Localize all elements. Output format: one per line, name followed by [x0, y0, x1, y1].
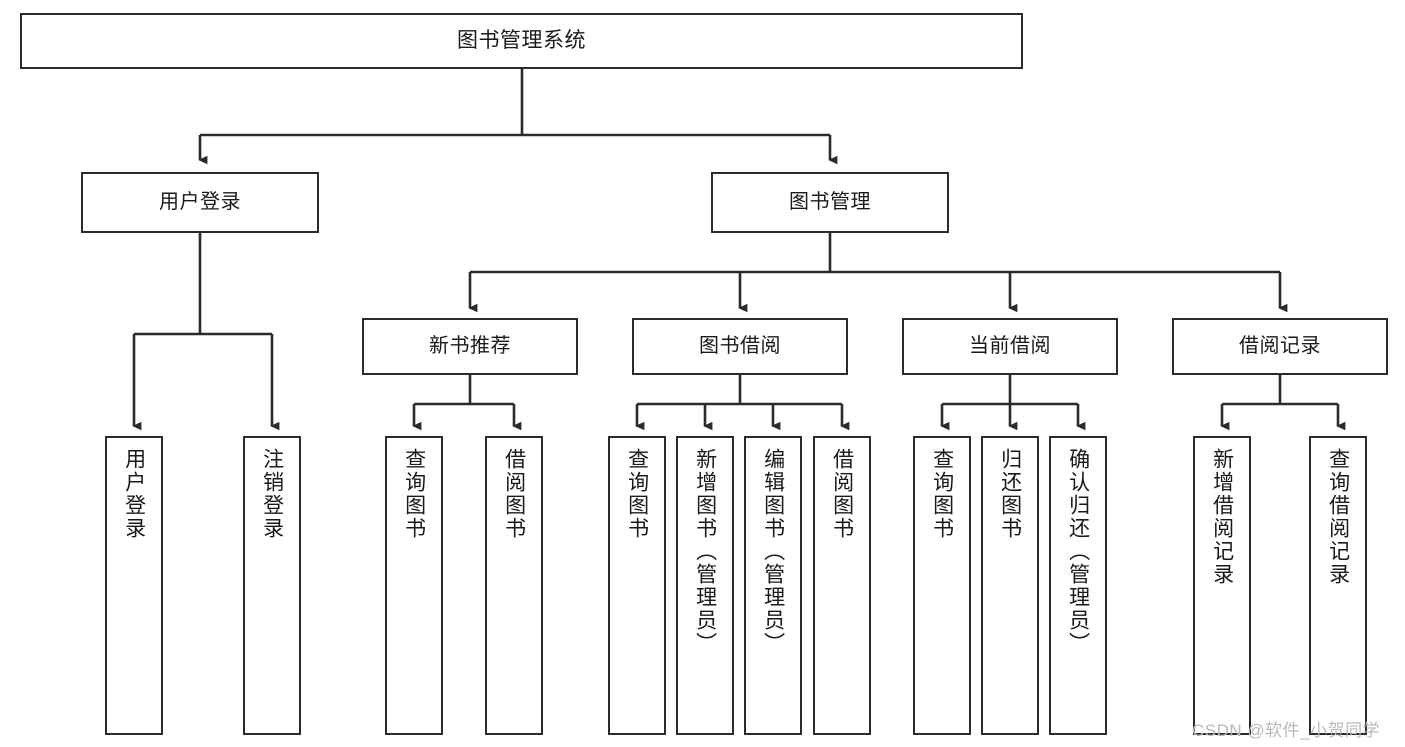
node-label: 查询借阅记录 — [1326, 448, 1350, 586]
node-leaf-query-book-recommend[interactable]: 查询图书 — [385, 436, 443, 735]
node-leaf-edit-book[interactable]: 编辑图书（管理员） — [744, 436, 802, 735]
node-label: 图书借阅 — [699, 335, 781, 358]
node-leaf-confirm-return[interactable]: 确认归还（管理员） — [1049, 436, 1107, 735]
node-leaf-query-borrow-record[interactable]: 查询借阅记录 — [1309, 436, 1367, 735]
node-root-book-management-system[interactable]: 图书管理系统 — [20, 13, 1023, 69]
node-leaf-borrow-book[interactable]: 借阅图书 — [813, 436, 871, 735]
node-label: 借阅图书 — [830, 448, 854, 540]
node-user-login[interactable]: 用户登录 — [81, 172, 319, 233]
node-label: 图书管理系统 — [457, 29, 586, 53]
node-label: 借阅图书 — [502, 448, 526, 540]
node-label: 归还图书 — [998, 448, 1022, 540]
node-leaf-add-book[interactable]: 新增图书（管理员） — [676, 436, 734, 735]
node-label: 查询图书 — [930, 448, 954, 540]
node-label: 当前借阅 — [969, 335, 1051, 358]
node-leaf-add-borrow-record[interactable]: 新增借阅记录 — [1193, 436, 1251, 735]
node-leaf-return-book[interactable]: 归还图书 — [981, 436, 1039, 735]
node-new-book-recommend[interactable]: 新书推荐 — [362, 318, 578, 375]
node-label: 图书管理 — [789, 191, 871, 214]
csdn-watermark: CSDN @软件_小贺同学 — [1192, 721, 1381, 740]
node-borrow-record[interactable]: 借阅记录 — [1172, 318, 1388, 375]
node-leaf-user-login[interactable]: 用户登录 — [105, 436, 163, 735]
node-label: 新书推荐 — [429, 335, 511, 358]
node-label: 查询图书 — [625, 448, 649, 540]
node-leaf-query-book-borrow[interactable]: 查询图书 — [608, 436, 666, 735]
node-label: 用户登录 — [159, 191, 241, 214]
node-leaf-borrow-book-recommend[interactable]: 借阅图书 — [485, 436, 543, 735]
node-leaf-logout-login[interactable]: 注销登录 — [243, 436, 301, 735]
node-label: 查询图书 — [402, 448, 426, 540]
node-label: 注销登录 — [260, 448, 284, 540]
node-label: 编辑图书（管理员） — [761, 448, 785, 655]
node-label: 新增图书（管理员） — [693, 448, 717, 655]
node-label: 确认归还（管理员） — [1066, 448, 1090, 655]
node-book-management[interactable]: 图书管理 — [711, 172, 949, 233]
node-label: 用户登录 — [122, 448, 146, 540]
node-current-borrow[interactable]: 当前借阅 — [902, 318, 1118, 375]
node-book-borrow[interactable]: 图书借阅 — [632, 318, 848, 375]
node-label: 新增借阅记录 — [1210, 448, 1234, 586]
node-leaf-query-book-current[interactable]: 查询图书 — [913, 436, 971, 735]
node-label: 借阅记录 — [1239, 335, 1321, 358]
